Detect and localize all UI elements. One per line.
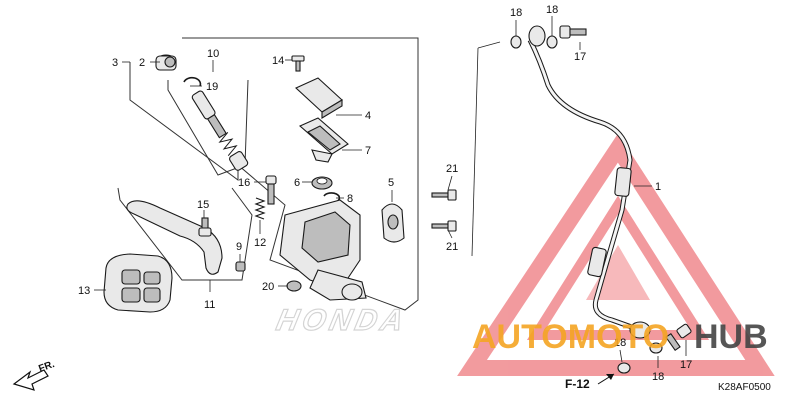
front-direction-arrow: FR. — [12, 359, 56, 391]
part-14-screw — [291, 55, 305, 72]
part-9-nut — [235, 261, 246, 272]
callout-3: 3 — [112, 57, 118, 69]
part-18-washer-4 — [649, 342, 663, 354]
watermark-text-orange: AUTOMOTO — [472, 318, 669, 356]
callout-11: 11 — [204, 299, 215, 311]
callout-18-b: 18 — [546, 4, 558, 16]
part-17-bolt-lower — [665, 323, 692, 352]
callout-18-a: 18 — [510, 7, 522, 19]
callout-17-b: 17 — [680, 359, 692, 371]
callout-4: 4 — [365, 110, 371, 122]
honda-background-mark: HONDA — [273, 304, 410, 337]
master-cylinder-body — [279, 199, 367, 301]
part-15-pivot-bolt — [198, 217, 212, 237]
part-10-piston-set — [191, 90, 249, 171]
part-18-washer-3 — [617, 362, 631, 374]
callout-12: 12 — [254, 237, 266, 249]
diagram-code: K28AF0500 — [718, 382, 771, 393]
frame-10 — [167, 79, 249, 176]
page-reference-label: F-12 — [565, 377, 590, 391]
callout-6: 6 — [294, 177, 300, 189]
callout-18-d: 18 — [652, 371, 664, 383]
part-21-bolt-upper — [431, 189, 457, 201]
callout-8: 8 — [347, 193, 353, 205]
callout-20: 20 — [262, 281, 274, 293]
part-21-bolt-lower — [431, 220, 457, 232]
part-17-bolt-upper — [559, 25, 587, 39]
callout-21-lower: 21 — [446, 241, 458, 253]
watermark-wordmark: AUTOMOTO HUB — [472, 318, 768, 356]
callout-21-upper: 21 — [446, 163, 458, 175]
part-11-brake-lever — [126, 200, 223, 275]
frame-11 — [117, 187, 253, 281]
part-18-washer-2 — [546, 35, 558, 49]
part-18-washer-1 — [510, 35, 522, 49]
callout-5: 5 — [388, 177, 394, 189]
part-5-holder — [381, 203, 405, 243]
callout-16: 16 — [238, 177, 250, 189]
callout-15: 15 — [197, 199, 209, 211]
page-reference: F-12 — [565, 373, 615, 391]
part-7-diaphragm — [298, 117, 349, 163]
leader-lines — [94, 16, 687, 368]
front-indicator-label: FR. — [37, 359, 56, 375]
part-12-spring — [254, 197, 266, 220]
part-2-cap — [155, 54, 177, 71]
part-4-reservoir-cap — [295, 77, 343, 119]
part-20-cap — [286, 280, 302, 292]
callout-13: 13 — [78, 285, 90, 297]
callout-19: 19 — [206, 81, 218, 93]
callout-2: 2 — [139, 57, 145, 69]
callout-17-a: 17 — [574, 51, 586, 63]
part-19-clip — [183, 76, 202, 87]
part-1-brake-hose — [527, 25, 651, 339]
frame-3 — [129, 37, 419, 311]
part-13-switch-housing — [103, 253, 173, 313]
callout-labels: 3 2 10 19 14 4 7 6 8 5 21 21 16 12 15 9 … — [78, 4, 692, 383]
callout-7: 7 — [365, 145, 371, 157]
callout-14: 14 — [272, 55, 284, 67]
watermark-text-dark: HUB — [694, 318, 768, 356]
callout-10: 10 — [207, 48, 219, 60]
callout-18-c: 18 — [614, 337, 626, 349]
part-16-bolt — [265, 175, 277, 205]
part-6-seal — [311, 176, 333, 190]
callout-9: 9 — [236, 241, 242, 253]
callout-1: 1 — [655, 181, 661, 193]
